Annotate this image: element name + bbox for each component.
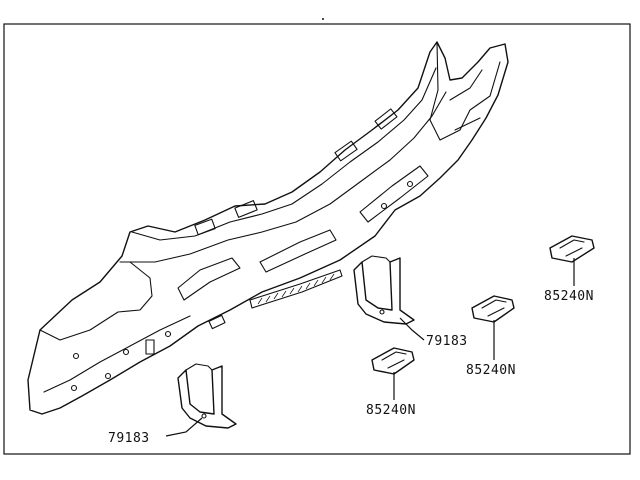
clip-top-drawing [549, 235, 595, 263]
bracket-left-drawing [177, 363, 237, 429]
callout-bracket-left: 79183 [108, 431, 150, 446]
panel-hole-3 [104, 372, 112, 380]
leader-bracket-left [165, 417, 203, 437]
panel-hole-4 [122, 348, 130, 356]
lower-strip-hatch [257, 273, 335, 305]
left-flange [39, 261, 153, 341]
left-lower-flange [43, 315, 191, 393]
rear-panel-assembly [27, 41, 509, 415]
bracket-right-drawing [353, 255, 415, 325]
panel-opening-4 [374, 108, 398, 130]
upper-ridge [131, 67, 437, 241]
clip-bottom-detail [381, 351, 407, 369]
panel-opening-2 [234, 200, 258, 218]
panel-recess-1 [177, 257, 241, 301]
clip-middle-shape [471, 295, 515, 323]
bracket-left-hole [201, 413, 207, 419]
frame-tick-mark [322, 18, 324, 20]
clip-top-shape [549, 235, 595, 263]
rear-panel-outline [27, 41, 509, 415]
lower-ridge [119, 91, 447, 263]
clip-bottom-drawing [371, 347, 415, 375]
panel-hole-5 [164, 330, 172, 338]
right-end-detail [449, 69, 483, 131]
leader-bracket-right [399, 317, 425, 341]
panel-slot-1 [145, 339, 155, 355]
panel-recess-2 [259, 229, 337, 273]
clip-middle-detail [481, 299, 507, 317]
bracket-left-shape [177, 365, 237, 429]
callout-bracket-right: 79183 [426, 334, 468, 349]
panel-hole-7 [380, 202, 388, 210]
callout-clip-top: 85240N [544, 289, 594, 304]
clip-bottom-shape [371, 347, 415, 375]
bracket-right-fold [361, 255, 391, 263]
diagram-frame [3, 23, 631, 455]
right-end-tower [429, 41, 501, 141]
panel-recess-3 [359, 165, 429, 223]
lower-strip [249, 269, 343, 309]
bracket-left-fold [185, 363, 213, 371]
panel-hole-2 [70, 384, 78, 392]
callout-clip-bottom: 85240N [366, 403, 416, 418]
clip-top-detail [559, 239, 585, 257]
panel-opening-1 [194, 218, 216, 236]
bracket-right-shape [353, 257, 415, 325]
panel-opening-3 [334, 140, 358, 162]
panel-hole-6 [406, 180, 414, 188]
bracket-right-hole [379, 309, 385, 315]
callout-clip-middle: 85240N [466, 363, 516, 378]
clip-middle-drawing [471, 295, 515, 323]
panel-hole-1 [72, 352, 80, 360]
panel-slot-2 [208, 314, 226, 330]
